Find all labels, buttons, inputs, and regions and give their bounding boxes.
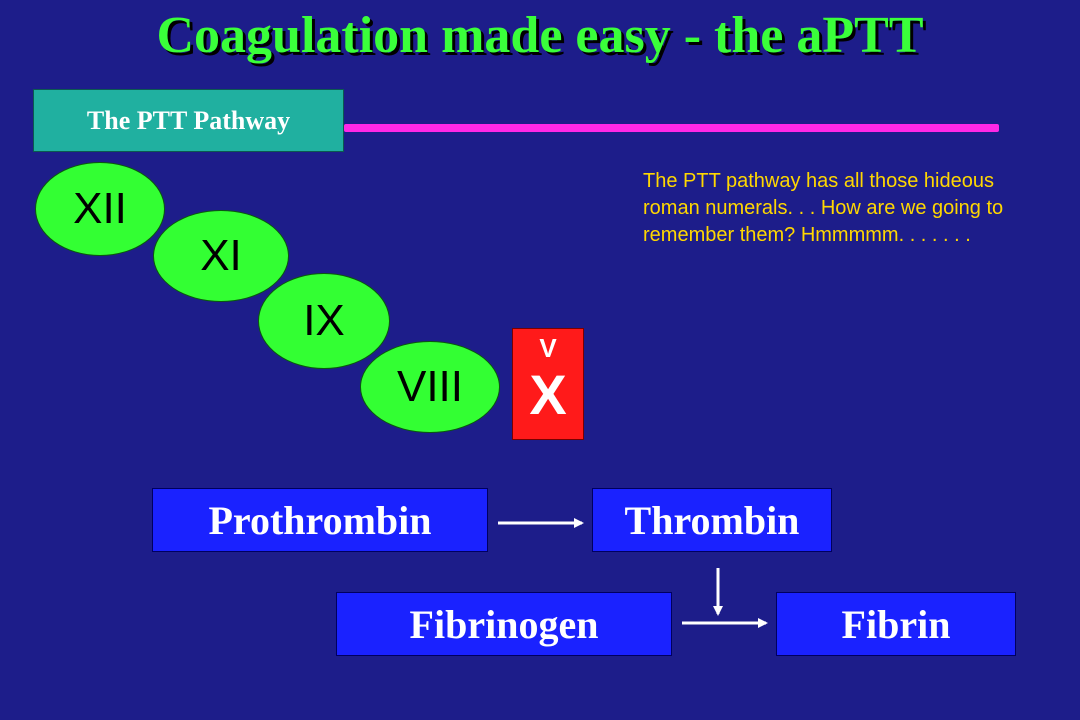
factor-xi-oval: XI <box>153 210 289 302</box>
divider-line <box>344 124 999 132</box>
factor-x-label: X <box>529 363 567 426</box>
factor-v-label: V <box>539 333 557 363</box>
fibrinogen-label: Fibrinogen <box>409 601 599 647</box>
thrombin-box: Thrombin <box>592 488 832 552</box>
factor-ix-label: IX <box>303 296 345 345</box>
prothrombin-box: Prothrombin <box>152 488 488 552</box>
prothrombin-label: Prothrombin <box>208 497 432 543</box>
fibrin-label: Fibrin <box>841 601 951 647</box>
factor-xii-label: XII <box>73 184 127 233</box>
slide-title: Coagulation made easy - the aPTT <box>156 7 924 64</box>
explanatory-note: The PTT pathway has all those hideous ro… <box>643 170 1004 246</box>
factor-xi-label: XI <box>200 231 242 280</box>
factor-viii-oval: VIII <box>360 341 500 433</box>
factor-xii-oval: XII <box>35 162 165 256</box>
fibrin-box: Fibrin <box>776 592 1016 656</box>
fibrinogen-box: Fibrinogen <box>336 592 672 656</box>
thrombin-label: Thrombin <box>624 497 800 543</box>
factor-ix-oval: IX <box>258 273 390 369</box>
factor-viii-label: VIII <box>396 362 464 411</box>
section-tag: The PTT Pathway <box>33 89 344 152</box>
factor-x-box: V X <box>512 328 584 440</box>
